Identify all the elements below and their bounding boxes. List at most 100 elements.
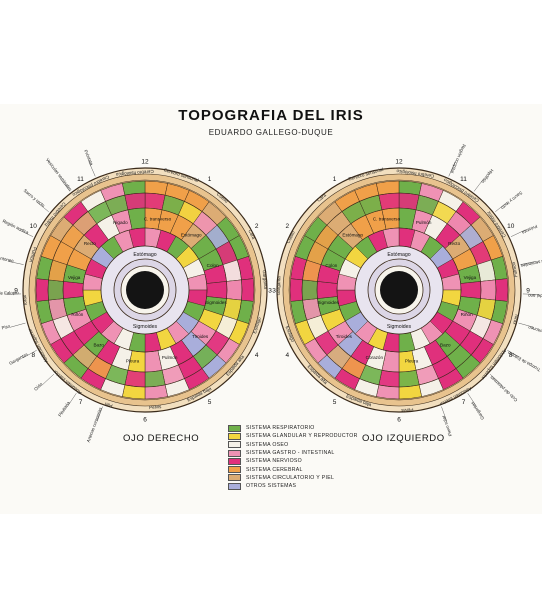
annotation-label: Gargantas bbox=[8, 351, 29, 366]
leader-line bbox=[22, 350, 37, 359]
iris-left-eye: 121234567891011CaraCuelloGargantaEsofago… bbox=[268, 143, 542, 436]
annotation-label: Piso bbox=[1, 323, 11, 330]
leader-line bbox=[10, 322, 26, 328]
iris-zone-label: Esofago bbox=[252, 316, 262, 334]
clock-number: 8 bbox=[509, 352, 513, 359]
leader-line bbox=[36, 201, 49, 212]
iris-right-eye: 121234567891011CuelloCaraGargantaEsofago… bbox=[0, 149, 276, 443]
iris-organ-label: Estómago bbox=[181, 232, 202, 237]
legend-label: SISTEMA CEREBRAL bbox=[246, 466, 303, 473]
leader-line bbox=[522, 293, 539, 295]
annotation-label: Oído bbox=[33, 381, 44, 392]
iris-organ-label: Pulmón bbox=[416, 220, 432, 225]
iris-organ-label: Pleura bbox=[126, 358, 140, 363]
legend-item: SISTEMA CEREBRAL bbox=[228, 465, 388, 474]
leader-line bbox=[88, 161, 96, 177]
clock-number: 10 bbox=[30, 223, 38, 230]
iris-organ-label: Tiroides bbox=[336, 334, 353, 339]
clock-number: 12 bbox=[395, 159, 403, 166]
annotation-label: Próstata bbox=[83, 149, 94, 166]
clock-number: 8 bbox=[31, 352, 35, 359]
legend-item: SISTEMA GASTRO - INTESTINAL bbox=[228, 449, 388, 457]
leader-line bbox=[42, 373, 55, 386]
leader-line bbox=[520, 261, 537, 265]
leader-line bbox=[495, 201, 508, 212]
leader-line bbox=[467, 393, 477, 407]
iris-organ-label: Bazo bbox=[440, 343, 451, 348]
iris-organ-label: Recto bbox=[84, 241, 96, 246]
iris-zone-label: Garganta bbox=[276, 276, 282, 296]
legend-item: SISTEMA NERVIOSO bbox=[228, 457, 388, 465]
leader-line bbox=[441, 406, 448, 422]
iris-zone-label: Cerebro fisiológico bbox=[396, 168, 435, 178]
annotation-label: Sacro y recto bbox=[23, 188, 47, 209]
legend-item: SISTEMA CIRCULATORIO Y PIEL bbox=[228, 474, 388, 482]
clock-number: 9 bbox=[526, 288, 530, 295]
clock-number: 10 bbox=[507, 223, 515, 230]
iris-organ-label: Estómago bbox=[342, 232, 363, 237]
legend-label: SISTEMA CIRCULATORIO Y PIEL bbox=[246, 474, 335, 481]
legend-item: SISTEMA GLANDULAR Y REPRODUCTOR bbox=[228, 432, 388, 440]
clock-number: 4 bbox=[285, 352, 289, 359]
right-eye-caption: OJO DERECHO bbox=[123, 433, 200, 444]
clock-number: 7 bbox=[462, 399, 466, 406]
leader-line bbox=[5, 293, 22, 295]
legend-swatch bbox=[228, 474, 241, 482]
iris-organ-label: Pleura bbox=[405, 358, 419, 363]
legend-label: SISTEMA GLANDULAR Y REPRODUCTOR bbox=[246, 433, 358, 440]
leader-line bbox=[518, 322, 534, 328]
clock-number: 6 bbox=[143, 417, 147, 424]
annotation-label: Colo del páncreas bbox=[488, 374, 518, 402]
annotation-label: Sacro y recto bbox=[500, 190, 524, 211]
clock-number: 2 bbox=[255, 223, 259, 230]
iris-organ-label: Bazo bbox=[93, 343, 104, 348]
legend-item: OTROS SISTEMAS bbox=[228, 482, 388, 490]
clock-number: 3 bbox=[268, 288, 272, 295]
author-name: EDUARDO GALLEGO-DUQUE bbox=[208, 128, 334, 137]
leader-line bbox=[60, 178, 71, 192]
annotation-label: Vesiculas seminales bbox=[520, 255, 542, 268]
annotation-label: Región occipital bbox=[450, 143, 467, 173]
annotation-label: Hipófisis bbox=[480, 168, 495, 185]
iris-organ-label: Sigmoides bbox=[317, 300, 339, 305]
left-eye-caption: OJO IZQUIERDO bbox=[362, 433, 445, 444]
legend-swatch bbox=[228, 482, 241, 490]
iris-zone-label: Cerebro fisiológico bbox=[115, 169, 154, 177]
clock-number: 5 bbox=[208, 399, 212, 406]
stomach-label: Estómago bbox=[387, 252, 410, 258]
annotation-label: Próstata bbox=[521, 224, 538, 236]
iris-zone-label: Pelvis bbox=[400, 407, 413, 413]
legend-item: SISTEMA RESPIRATORIO bbox=[228, 424, 388, 432]
annotation-label: Pituitaria bbox=[57, 400, 71, 417]
iris-organ-label: Colon bbox=[207, 263, 219, 268]
iris-zone-label: Torax bbox=[512, 313, 520, 326]
legend-item: SISTEMA OSEO bbox=[228, 441, 388, 449]
legend-label: SISTEMA OSEO bbox=[246, 441, 289, 448]
iris-organ-label: Vejiga bbox=[464, 275, 477, 280]
clock-number: 4 bbox=[255, 352, 259, 359]
leader-line bbox=[7, 261, 24, 265]
iris-zone-label: Piel bbox=[104, 401, 113, 408]
annotation-label: Peritoneo bbox=[0, 255, 15, 264]
legend-swatch bbox=[228, 449, 241, 457]
leader-line bbox=[67, 393, 77, 407]
iris-organ-label: Sigmoides bbox=[205, 300, 227, 305]
annotation-label: Gargantas bbox=[469, 400, 485, 421]
iris-zone-label: Pulmón bbox=[28, 246, 38, 263]
iris-organ-label: Colon bbox=[325, 263, 337, 268]
legend-swatch bbox=[228, 441, 241, 449]
iris-zone-label: Torax bbox=[22, 294, 28, 306]
annotation-label: Trompa de Falopio bbox=[506, 350, 541, 372]
iris-zone-label: Pelvis bbox=[149, 404, 162, 410]
annotation-label: Vesiculas seminales bbox=[45, 157, 73, 192]
iris-organ-label: Corazón bbox=[366, 355, 384, 360]
iris-zone-label: Cuello bbox=[286, 230, 296, 244]
iris-zone-label: Cara bbox=[316, 192, 327, 203]
clock-number: 9 bbox=[14, 288, 18, 295]
clock-number: 11 bbox=[460, 176, 467, 183]
clock-number: 12 bbox=[141, 159, 149, 166]
iris-organ-label: Pulmon bbox=[162, 355, 178, 360]
legend-label: SISTEMA GASTRO - INTESTINAL bbox=[246, 450, 335, 457]
legend-label: OTROS SISTEMAS bbox=[246, 483, 297, 490]
